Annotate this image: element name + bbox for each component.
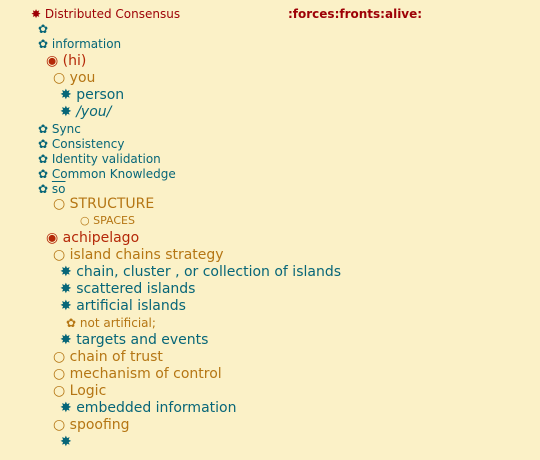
outline-item-sync[interactable]: ✿ Sync	[38, 123, 81, 135]
flower-bullet-icon: ✿	[38, 137, 49, 151]
outline-item-identity-validation[interactable]: ✿ Identity validation	[38, 153, 161, 165]
outline-item-label: Identity validation	[51, 152, 161, 166]
flower-bullet-icon: ✿	[38, 167, 49, 181]
outline-item-hi[interactable]: ◉ (hi)	[46, 54, 86, 68]
star-bullet-icon: ✸	[60, 434, 72, 450]
outline-item-label: information	[51, 37, 122, 51]
outline-item-label: person	[76, 87, 125, 103]
outline-item-label: artificial islands	[76, 298, 186, 314]
outline-item-you[interactable]: ○ you	[53, 71, 95, 85]
star-bullet-icon: ✸	[60, 332, 72, 348]
circle-bullet-icon: ○	[53, 366, 66, 382]
outline-item-label: STRUCTURE	[69, 196, 155, 212]
outline-item-label: Consistency	[51, 137, 125, 151]
outline-item-consistency[interactable]: ✿ Consistency	[38, 138, 124, 150]
outline-item-island-chains-strategy[interactable]: ○ island chains strategy	[53, 248, 224, 262]
outline-item-label: you	[69, 70, 96, 86]
target-bullet-icon: ◉	[46, 53, 59, 69]
outline-item-embedded-information[interactable]: ✸ embedded information	[60, 401, 236, 415]
outline-item-label: Logic	[69, 383, 107, 399]
outline-item-label: achipelago	[62, 230, 140, 246]
outline-item-chain-cluster[interactable]: ✸ chain, cluster , or collection of isla…	[60, 265, 341, 279]
outline-item-label: Common Knowledge	[51, 167, 176, 181]
star-bullet-icon: ✸	[60, 400, 72, 416]
circle-bullet-icon: ○	[53, 196, 66, 212]
outline-item-label: embedded information	[76, 400, 237, 416]
heading-line[interactable]: ✸ Distributed Consensus	[31, 8, 180, 20]
outline-item-information[interactable]: ✿ information	[38, 38, 121, 50]
outline-item-spoofing[interactable]: ○ spoofing	[53, 418, 130, 432]
star-bullet-icon: ✸	[60, 281, 72, 297]
outline-item-label: SPACES	[93, 214, 135, 227]
star-bullet-icon: ✸	[60, 264, 72, 280]
outline-item-empty-last[interactable]: ✸	[60, 435, 72, 449]
circle-bullet-icon: ○	[53, 383, 66, 399]
outline-item-label: so	[51, 182, 66, 196]
outline-item-scattered-islands[interactable]: ✸ scattered islands	[60, 282, 195, 296]
flower-bullet-icon: ✿	[38, 182, 49, 196]
outline-item-mechanism-of-control[interactable]: ○ mechanism of control	[53, 367, 222, 381]
circle-bullet-icon: ○	[53, 247, 66, 263]
outline-item-targets-events[interactable]: ✸ targets and events	[60, 333, 208, 347]
outline-item-so[interactable]: ✿ so	[38, 183, 65, 195]
flower-bullet-icon: ✿	[38, 152, 49, 166]
star-bullet-icon: ✸	[60, 104, 72, 120]
outline-item-label: Sync	[51, 122, 81, 136]
flower-bullet-icon: ✿	[38, 22, 49, 36]
outline-item-artificial-islands[interactable]: ✸ artificial islands	[60, 299, 186, 313]
flower-bullet-icon: ✿	[38, 122, 49, 136]
outline-item-person[interactable]: ✸ person	[60, 88, 124, 102]
outline-item-label: spoofing	[69, 417, 130, 433]
heading-tags: :forces:fronts:alive:	[288, 7, 423, 21]
heading-text: Distributed Consensus	[44, 7, 181, 21]
outline-item-label: (hi)	[62, 53, 87, 69]
outline-item-you-link[interactable]: ✸ /you/	[60, 105, 111, 119]
outline-item-empty[interactable]: ✿	[38, 23, 48, 35]
flower-bullet-icon: ✿	[66, 316, 77, 330]
outline-item-achipelago[interactable]: ◉ achipelago	[46, 231, 139, 245]
circle-bullet-icon: ○	[53, 349, 66, 365]
star-bullet-icon: ✸	[60, 87, 72, 103]
flower-bullet-icon: ✿	[38, 37, 49, 51]
outline-item-label: island chains strategy	[69, 247, 224, 263]
outline-item-label: /you/	[76, 104, 112, 120]
outline-item-logic[interactable]: ○ Logic	[53, 384, 106, 398]
outline-item-label: chain, cluster , or collection of island…	[76, 264, 342, 280]
outline-item-label: scattered islands	[76, 281, 196, 297]
outline-item-chain-of-trust[interactable]: ○ chain of trust	[53, 350, 163, 364]
outline-item-common-knowledge[interactable]: ✿ Common Knowledge	[38, 168, 176, 180]
circle-bullet-icon: ○	[53, 417, 66, 433]
target-bullet-icon: ◉	[46, 230, 59, 246]
outline-item-label: chain of trust	[69, 349, 163, 365]
star-bullet-icon: ✸	[60, 298, 72, 314]
circle-bullet-icon: ○	[53, 70, 66, 86]
outline-item-label: targets and events	[76, 332, 209, 348]
circle-bullet-icon: ○	[80, 214, 90, 227]
outline-item-label: not artificial;	[79, 316, 156, 330]
star-bullet-icon: ✸	[31, 7, 42, 21]
outline-item-spaces[interactable]: ○ SPACES	[80, 215, 135, 226]
outline-item-label: mechanism of control	[69, 366, 222, 382]
outline-item-structure[interactable]: ○ STRUCTURE	[53, 197, 154, 211]
outline-item-not-artificial[interactable]: ✿ not artificial;	[66, 317, 156, 329]
